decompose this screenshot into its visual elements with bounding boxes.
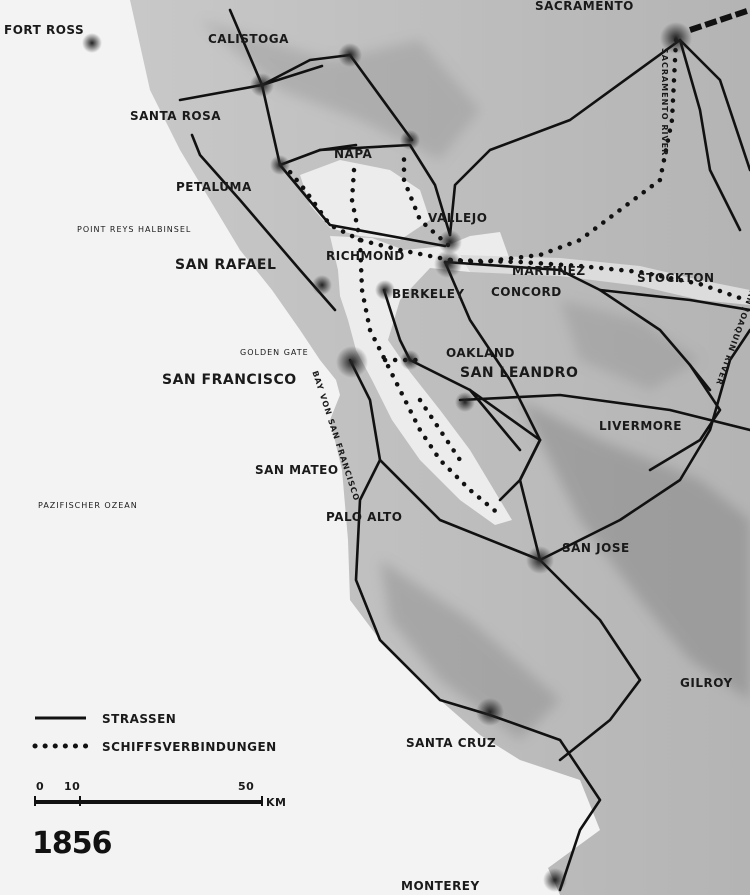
city-label-petaluma: PETALUMA [176,180,252,194]
scale-bar [34,796,263,806]
scale-label-ten: 10 [64,780,81,793]
san-francisco-bay [330,232,512,525]
city-label-gilroy: GILROY [680,676,733,690]
city-label-fort-ross: FORT ROSS [4,23,85,37]
city-label-monterey: MONTEREY [401,879,480,893]
city-label-martinez: MARTINEZ [512,264,586,278]
city-label-san-rafael: SAN RAFAEL [175,257,277,273]
city-label-san-leandro: SAN LEANDRO [460,365,579,381]
city-label-vallejo: VALLEJO [428,211,488,225]
ship-routes [287,37,743,518]
city-label-calistoga: CALISTOGA [208,32,289,46]
city-label-santa-cruz: SANTA CRUZ [406,736,497,750]
city-markers [82,22,692,892]
city-label-stockton: STOCKTON [637,271,715,285]
city-label-sacramento: SACRAMENTO [535,0,634,13]
city-label-richmond: RICHMOND [326,249,405,263]
relief-shading [200,20,750,740]
city-label-san-jose: SAN JOSE [562,541,630,555]
railway [689,7,750,33]
scale-label-unit: KM [266,796,287,809]
city-label-livermore: LIVERMORE [599,419,682,433]
feature-label-point-reyes: POINT REYS HALBINSEL [77,225,192,234]
feature-label-golden-gate: GOLDEN GATE [240,348,309,357]
city-label-san-francisco: SAN FRANCISCO [162,372,297,388]
city-label-oakland: OAKLAND [446,346,515,360]
map-year: 1856 [32,826,112,861]
city-label-san-mateo: SAN MATEO [255,463,339,477]
scale-label-fifty: 50 [238,780,255,793]
legend-label-ship-routes: SCHIFFSVERBINDUNGEN [102,740,277,754]
city-label-santa-rosa: SANTA ROSA [130,109,222,123]
city-label-palo-alto: PALO ALTO [326,510,403,524]
legend-label-roads: STRASSEN [102,712,177,726]
san-pablo-bay [300,160,430,240]
feature-label-sacramento-river: SACRAMENTO RIVER [660,48,669,157]
city-label-napa: NAPA [334,147,373,161]
city-label-berkeley: BERKELEY [392,287,465,301]
scale-label-zero: 0 [36,780,45,793]
feature-label-pacific: PAZIFISCHER OZEAN [38,501,138,510]
city-label-concord: CONCORD [491,285,562,299]
